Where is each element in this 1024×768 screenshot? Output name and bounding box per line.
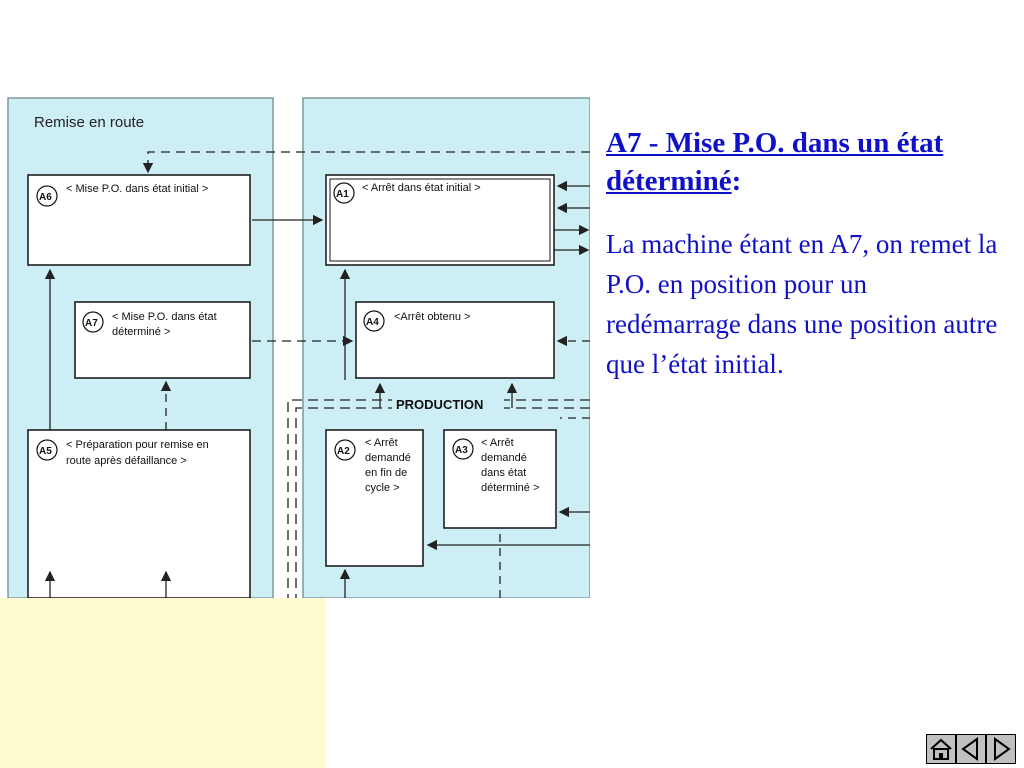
- svg-text:<Arrêt obtenu >: <Arrêt obtenu >: [394, 311, 470, 323]
- prev-arrow-icon: [961, 737, 978, 761]
- svg-text:déterminé >: déterminé >: [112, 326, 170, 338]
- box-a3: A3 < Arrêt demandé dans état déterminé >: [443, 429, 557, 529]
- svg-text:A4: A4: [366, 317, 379, 328]
- svg-text:cycle >: cycle >: [365, 482, 400, 494]
- home-icon: [930, 738, 952, 760]
- svg-text:route après défaillance >: route après défaillance >: [66, 455, 187, 467]
- svg-text:A1: A1: [336, 189, 349, 200]
- svg-text:en fin de: en fin de: [365, 467, 407, 479]
- next-arrow-icon: [994, 737, 1011, 761]
- next-button[interactable]: [986, 734, 1016, 764]
- slide-body: La machine étant en A7, on remet la P.O.…: [606, 229, 998, 379]
- svg-text:< Arrêt: < Arrêt: [481, 437, 514, 449]
- slide-nav: [926, 734, 1016, 766]
- box-a4: A4 <Arrêt obtenu >: [355, 301, 555, 379]
- yellow-panel: [0, 598, 325, 768]
- svg-text:dans état: dans état: [481, 467, 526, 479]
- svg-text:demandé: demandé: [481, 452, 527, 464]
- svg-text:déterminé >: déterminé >: [481, 482, 539, 494]
- slide-title: A7 - Mise P.O. dans un état déterminé:: [606, 127, 944, 197]
- svg-text:A5: A5: [39, 446, 52, 457]
- svg-text:A3: A3: [455, 445, 468, 456]
- box-a2: A2 < Arrêt demandé en fin de cycle >: [325, 429, 424, 567]
- svg-text:< Mise P.O. dans état initial: < Mise P.O. dans état initial >: [66, 183, 208, 195]
- svg-text:demandé: demandé: [365, 452, 411, 464]
- box-a7: A7 < Mise P.O. dans état déterminé >: [74, 301, 251, 379]
- svg-text:< Mise P.O. dans état: < Mise P.O. dans état: [112, 311, 217, 323]
- svg-text:< Arrêt dans état initial >: < Arrêt dans état initial >: [362, 182, 481, 194]
- panel-title: Remise en route: [34, 114, 144, 131]
- home-button[interactable]: [926, 734, 956, 764]
- box-a6: A6 < Mise P.O. dans état initial >: [27, 174, 251, 266]
- slide-text: A7 - Mise P.O. dans un état déterminé: L…: [606, 124, 1006, 384]
- svg-text:A7: A7: [85, 318, 98, 329]
- svg-text:A6: A6: [39, 192, 52, 203]
- box-a5: A5 < Préparation pour remise en route ap…: [27, 429, 251, 598]
- production-label: PRODUCTION: [396, 397, 483, 412]
- prev-button[interactable]: [956, 734, 986, 764]
- box-a1: A1 < Arrêt dans état initial >: [325, 174, 555, 266]
- svg-text:< Préparation pour remise en: < Préparation pour remise en: [66, 439, 209, 451]
- svg-text:A2: A2: [337, 446, 350, 457]
- svg-text:< Arrêt: < Arrêt: [365, 437, 398, 449]
- gemma-diagram: Remise en route A6 < Mise P.O. dans état…: [0, 80, 590, 598]
